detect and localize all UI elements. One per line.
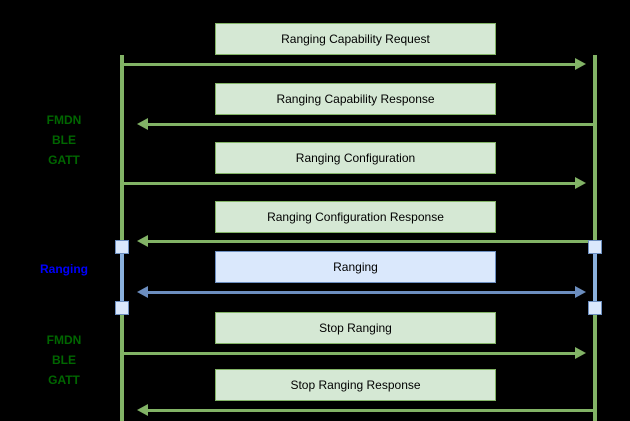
arrow-head-right-icon <box>575 177 586 189</box>
lifeline-left <box>120 55 124 421</box>
activation-node-right-start <box>588 240 602 254</box>
activation-node-right-end <box>588 301 602 315</box>
activation-node-left-end <box>115 301 129 315</box>
message-box-ranging-configuration-response: Ranging Configuration Response <box>215 201 496 233</box>
activation-bar-left <box>120 246 124 308</box>
arrow-head-left-icon <box>137 286 148 298</box>
arrow-line-ranging <box>148 291 575 294</box>
message-box-ranging-capability-request: Ranging Capability Request <box>215 23 496 55</box>
lifeline-right <box>593 55 597 421</box>
phase-label-ranging: Ranging <box>40 262 88 276</box>
activation-bar-right <box>593 246 597 308</box>
arrow-head-left-icon <box>137 118 148 130</box>
arrow-line-stop-ranging-response <box>148 409 593 412</box>
arrow-line-ranging-capability-response <box>148 123 593 126</box>
arrow-line-ranging-configuration-response <box>148 240 593 243</box>
message-box-ranging: Ranging <box>215 251 496 283</box>
arrow-head-left-icon <box>137 235 148 247</box>
arrow-line-ranging-capability-request <box>124 63 575 66</box>
arrow-head-right-icon <box>575 58 586 70</box>
arrow-head-right-icon <box>575 347 586 359</box>
activation-node-left-start <box>115 240 129 254</box>
arrow-head-right-icon <box>575 286 586 298</box>
arrow-head-left-icon <box>137 404 148 416</box>
message-box-ranging-configuration: Ranging Configuration <box>215 142 496 174</box>
phase-label-fmdn-ble-gatt-bottom: FMDN BLE GATT <box>46 333 82 387</box>
message-box-ranging-capability-response: Ranging Capability Response <box>215 83 496 115</box>
phase-label-fmdn-ble-gatt-top: FMDN BLE GATT <box>46 113 82 167</box>
message-box-stop-ranging-response: Stop Ranging Response <box>215 369 496 401</box>
arrow-line-ranging-configuration <box>124 182 575 185</box>
message-box-stop-ranging: Stop Ranging <box>215 312 496 344</box>
arrow-line-stop-ranging <box>124 352 575 355</box>
